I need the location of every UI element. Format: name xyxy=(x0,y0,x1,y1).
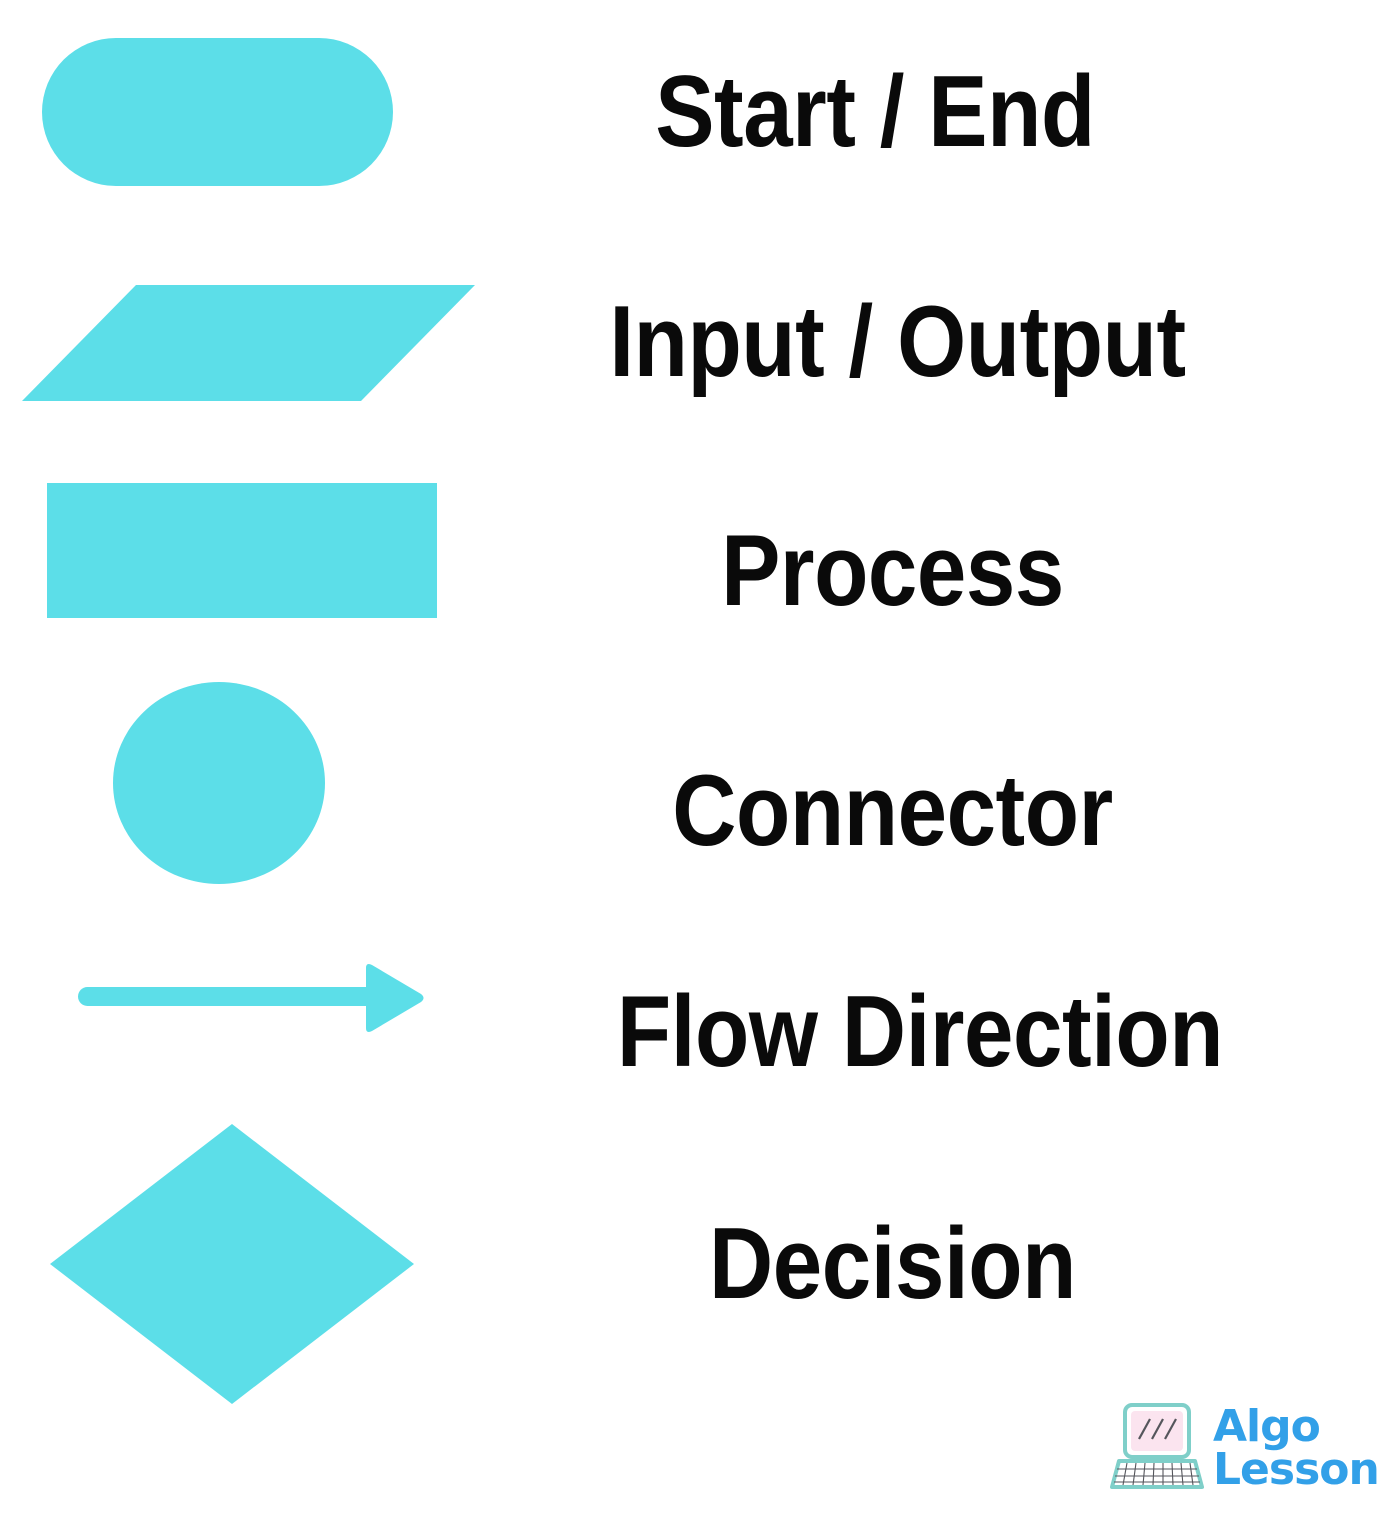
legend-row-process: Process xyxy=(0,460,1400,682)
symbol-cell-flow-direction xyxy=(0,940,520,1124)
process-rectangle-shape xyxy=(47,483,437,618)
legend-row-input-output: Input / Output xyxy=(0,225,1400,460)
legend-label-flow-direction: Flow Direction xyxy=(616,975,1224,1088)
brand-logo[interactable]: Algo Lesson xyxy=(1105,1396,1385,1501)
flow-direction-arrow-shape xyxy=(78,960,424,1036)
start-end-stadium-shape xyxy=(42,38,393,186)
brand-wordmark-line1: Algo xyxy=(1213,1401,1321,1453)
legend-row-decision: Decision xyxy=(0,1124,1400,1404)
brand-wordmark: Algo Lesson xyxy=(1213,1401,1380,1495)
legend-label-input-output: Input / Output xyxy=(609,286,1186,398)
parallelogram-svg xyxy=(22,285,475,401)
arrow-svg xyxy=(78,964,424,1032)
diamond-svg xyxy=(50,1124,414,1404)
legend-label-start-end: Start / End xyxy=(655,56,1095,168)
symbol-cell-decision xyxy=(0,1124,520,1404)
legend-label-process: Process xyxy=(721,514,1064,627)
laptop-icon-svg xyxy=(1110,1402,1204,1489)
legend-row-connector: Connector xyxy=(0,682,1400,940)
brand-wordmark-line2: Lesson xyxy=(1213,1443,1380,1495)
symbol-cell-connector xyxy=(0,682,520,940)
legend-row-flow-direction: Flow Direction xyxy=(0,940,1400,1124)
legend-row-start-end: Start / End xyxy=(0,0,1400,225)
symbol-cell-start-end xyxy=(0,0,520,225)
legend-label-connector: Connector xyxy=(672,754,1113,867)
decision-diamond-shape xyxy=(50,1124,414,1404)
symbol-cell-input-output xyxy=(0,225,520,460)
symbol-cell-process xyxy=(0,460,520,682)
laptop-icon xyxy=(1105,1401,1205,1497)
input-output-parallelogram-shape xyxy=(22,285,475,401)
legend-label-decision: Decision xyxy=(709,1207,1076,1320)
connector-circle-shape xyxy=(113,682,325,884)
